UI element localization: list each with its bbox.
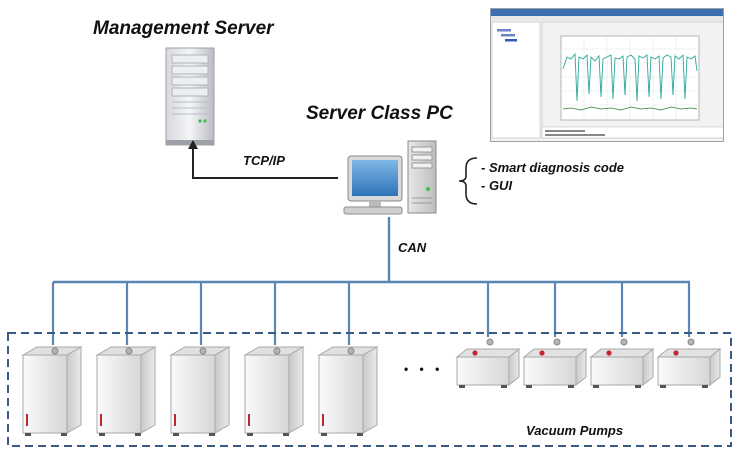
can-label: CAN (398, 240, 427, 255)
app-chart-trace-secondary (562, 106, 698, 111)
vacuum-pumps-label: Vacuum Pumps (526, 423, 624, 438)
tcp-ip-arrowhead (188, 140, 198, 149)
tcp-ip-label: TCP/IP (243, 153, 285, 168)
flat-vacuum-pump-icon (522, 338, 588, 388)
server-tower-icon (165, 47, 215, 146)
management-server-label: Management Server (93, 18, 274, 39)
software-brace (458, 157, 478, 205)
flat-vacuum-pump-icon (656, 338, 722, 388)
app-chart-trace-main (562, 52, 698, 102)
tall-vacuum-pump-icon (95, 346, 157, 436)
tall-vacuum-pump-icon (243, 346, 305, 436)
tall-vacuum-pump-icon (317, 346, 379, 436)
vacuum-pump-array (21, 338, 722, 436)
desktop-pc-icon (343, 140, 437, 215)
tall-vacuum-pump-icon (169, 346, 231, 436)
vacuum-pumps-group-border (7, 332, 732, 447)
can-drop-lines (51, 282, 691, 345)
software-line-2: - GUI (481, 178, 513, 193)
flat-vacuum-pump-icon (455, 338, 521, 388)
server-class-pc-label: Server Class PC (306, 103, 453, 124)
ellipsis: • • • (404, 362, 444, 376)
monitoring-app-screenshot (490, 8, 724, 142)
flat-vacuum-pump-icon (589, 338, 655, 388)
monitoring-app-window (491, 9, 723, 139)
tall-vacuum-pump-icon (21, 346, 83, 436)
tcp-ip-connection (192, 147, 338, 179)
software-line-1: - Smart diagnosis code (481, 160, 625, 175)
